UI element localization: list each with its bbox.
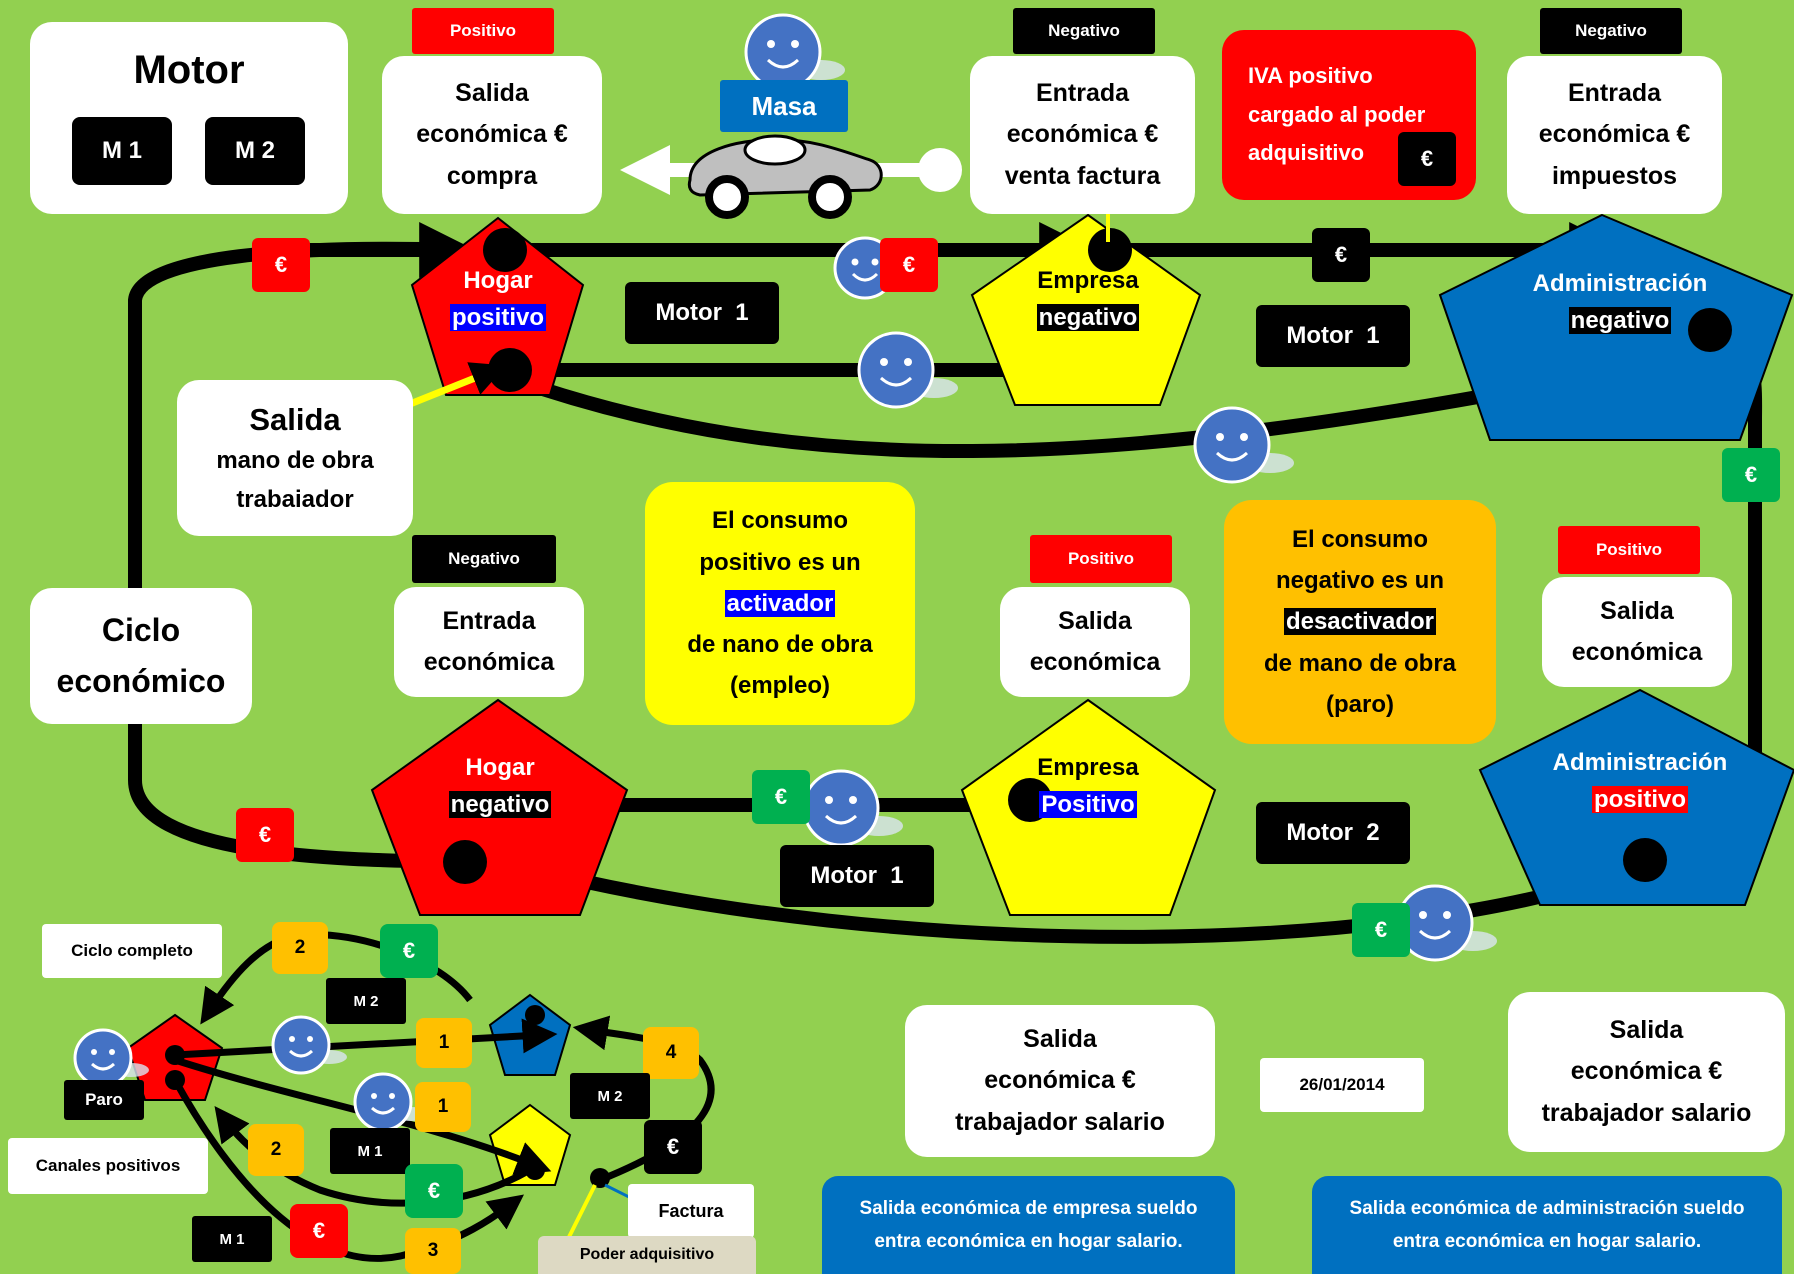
positivo-tag: Positivo (412, 8, 554, 54)
euro-badge: € (1312, 228, 1370, 282)
entrada-economica-card: Entrada económica (394, 587, 584, 697)
flow-admin-hogar (510, 850, 1648, 944)
ciclo-completo-label: Ciclo completo (42, 924, 222, 978)
euro-badge: € (405, 1164, 463, 1218)
administracion-positivo-label: Administración positivo (1552, 749, 1728, 814)
node-dot (443, 840, 487, 884)
euro-badge: € (380, 924, 438, 978)
euro-badge: € (752, 770, 810, 824)
mini-dot (525, 1005, 545, 1025)
entrada-venta-card: Entrada económica € venta factura (970, 56, 1195, 214)
masa-label: Masa (720, 80, 848, 132)
car-arrow-head (620, 145, 670, 195)
m2-legend-tag: M 2 (205, 117, 305, 185)
euro-badge: € (1398, 132, 1456, 186)
motor-label: Motor 1 (625, 282, 779, 344)
step-1-badge: 1 (415, 1082, 471, 1132)
flow-hogar-admin-labor (507, 358, 1595, 459)
iva-card: IVA positivo cargado al poder adquisitiv… (1222, 30, 1476, 200)
euro-badge: € (1722, 448, 1780, 502)
salida-compra-card: Salida económica € compra (382, 56, 602, 214)
motor-label: Motor 1 (1256, 305, 1410, 367)
salida-trabajador-card: Salida económica € trabajador salario (1508, 992, 1785, 1152)
negativo-tag: Negativo (1540, 8, 1682, 54)
euro-badge: € (290, 1204, 348, 1258)
step-2-badge: 2 (248, 1124, 304, 1176)
nota-administracion: Salida económica de administración sueld… (1312, 1176, 1782, 1274)
ciclo-economico-card: Ciclo económico (30, 588, 252, 724)
consumo-negativo-card: El consumo negativo es un desactivador d… (1224, 500, 1496, 744)
negativo-tag: Negativo (412, 535, 556, 583)
salida-trabajador-card: Salida económica € trabajador salario (905, 1005, 1215, 1157)
hogar-positivo-label: Hogar positivo (449, 267, 546, 332)
empresa-positivo-label: Empresa Positivo (1037, 754, 1139, 819)
motor-title: Motor (133, 48, 245, 92)
euro-badge: € (644, 1120, 702, 1174)
mini-dot (590, 1168, 610, 1188)
car-icon (687, 134, 883, 219)
mini-dot (165, 1070, 185, 1090)
positivo-tag: Positivo (1558, 526, 1700, 574)
step-2-badge: 2 (272, 922, 328, 974)
hogar-negativo-label: Hogar negativo (448, 754, 552, 819)
m2-tag: M 2 (326, 978, 406, 1024)
administracion-negativo-label: Administración negativo (1532, 270, 1708, 335)
consumo-positivo-card: El consumo positivo es un activador de n… (645, 482, 915, 725)
salida-economica-admin-card: Salida económica (1542, 577, 1732, 687)
euro-badge: € (1352, 903, 1410, 957)
fecha-card: 26/01/2014 (1260, 1058, 1424, 1112)
paro-label: Paro (64, 1080, 144, 1120)
euro-badge: € (252, 238, 310, 292)
motor-label: Motor 1 (780, 845, 934, 907)
node-dot (1623, 838, 1667, 882)
euro-badge: € (236, 808, 294, 862)
poder-adquisitivo-label: Poder adquisitivo (538, 1236, 756, 1274)
m1-legend-tag: M 1 (72, 117, 172, 185)
mini-arrow (174, 1018, 558, 1059)
mini-dot (165, 1045, 185, 1065)
node-dot (483, 228, 527, 272)
node-dot (1688, 308, 1732, 352)
positivo-tag: Positivo (1030, 535, 1172, 583)
negativo-tag: Negativo (1013, 8, 1155, 54)
m1-tag: M 1 (330, 1128, 410, 1174)
m1-tag: M 1 (192, 1216, 272, 1262)
salida-mano-obra-card: Salida mano de obra trabaiador (177, 380, 413, 536)
node-dot (1088, 228, 1132, 272)
m2-tag: M 2 (570, 1073, 650, 1119)
nota-empresa: Salida económica de empresa sueldo entra… (822, 1176, 1235, 1274)
step-3-badge: 3 (405, 1228, 461, 1274)
mini-arrow (214, 1106, 532, 1207)
canales-positivos-label: Canales positivos (8, 1138, 208, 1194)
step-4-badge: 4 (643, 1027, 699, 1079)
entrada-impuestos-card: Entrada económica € impuestos (1507, 56, 1722, 214)
empresa-negativo-label: Empresa negativo (1036, 267, 1140, 332)
node-dot (488, 348, 532, 392)
mini-dot (525, 1160, 545, 1180)
motor-label: Motor 2 (1256, 802, 1410, 864)
euro-badge: € (880, 238, 938, 292)
salida-economica-empresa-card: Salida económica (1000, 587, 1190, 697)
mini-arrow (171, 1078, 525, 1262)
step-1-badge: 1 (416, 1018, 472, 1068)
factura-label: Factura (628, 1184, 754, 1238)
car-arrow-tail (918, 148, 962, 192)
